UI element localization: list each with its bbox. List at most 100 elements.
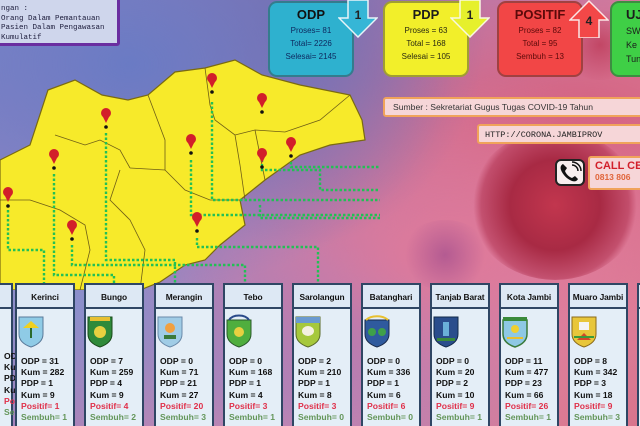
- stat-proses: Proses= 81: [290, 26, 332, 35]
- region-card-sarolangun: Sarolangun ODP = 2 Kum = 210 PDP = 1 Kum…: [292, 283, 352, 426]
- website-url-link[interactable]: HTTP://CORONA.JAMBIPROV: [477, 124, 640, 144]
- legend-line-pdp: Pasien Dalam Pengawasan: [1, 24, 105, 32]
- region-odp: OD: [4, 351, 17, 361]
- region-sembuh: Sembuh= 0: [298, 412, 345, 423]
- stat-total: Total= 2226: [290, 39, 332, 48]
- region-kum-pdp: Kum = 6: [367, 389, 401, 400]
- map-pin-markers: [3, 73, 296, 241]
- region-kum-pdp: Kum = 9: [21, 389, 55, 400]
- region-positif: Positif= 26: [505, 400, 549, 411]
- region-positif: Positif= 4: [90, 400, 129, 411]
- region-name: Merangin: [156, 285, 212, 309]
- stat-selesai: Selesai = 105: [401, 52, 451, 61]
- region-odp: ODP = 7: [90, 356, 124, 366]
- stat-selesai: Selesai= 2145: [285, 52, 337, 61]
- region-sembuh: Sembuh= 3: [160, 412, 207, 423]
- region-positif: Positif= 9: [436, 400, 475, 411]
- region-card-kota-jambi: Kota Jambi ODP = 11 Kum = 477 PDP = 23 K…: [499, 283, 559, 426]
- regency-emblem-icon: [364, 315, 390, 348]
- arrow-down-icon: 1: [337, 0, 379, 39]
- regency-emblem-icon: [433, 316, 459, 348]
- legend-line-odp: Orang Dalam Pemantauan: [1, 14, 101, 23]
- region-card-kerinci: Kerinci ODP = 31 Kum = 282 PDP = 1 Kum =…: [15, 283, 75, 426]
- region-sembuh: Sembuh= 1: [21, 412, 68, 423]
- region-card: OD Ku PD Ku Po Se: [0, 283, 17, 426]
- region-kum-odp: Kum = 210: [298, 367, 342, 378]
- region-odp: ODP = 0: [436, 356, 470, 366]
- region-kum-odp: Kum = 477: [505, 367, 549, 378]
- legend-line-kum: Kumulatif: [1, 33, 42, 42]
- region-odp: ODP = 2: [298, 356, 332, 366]
- region-kum-pdp: Kum = 4: [229, 389, 263, 400]
- stat-title: ODP: [296, 7, 326, 22]
- stat-total: Total = 95: [522, 39, 558, 48]
- virus-illustration: [470, 130, 640, 280]
- region-kum-odp: Kum = 336: [367, 367, 411, 378]
- region-odp: ODP = 0: [367, 356, 401, 366]
- region-odp: ODP = 11: [505, 356, 543, 366]
- region-kum-odp: Kum = 282: [21, 367, 65, 378]
- arrow-value: 1: [354, 8, 362, 22]
- stat-box-pdp: PDP Proses = 63 Total = 168 Selesai = 10…: [383, 1, 469, 77]
- region-card-tanjab-barat: Tanjab Barat ODP = 0 Kum = 20 PDP = 2 Ku…: [430, 283, 490, 426]
- region-sembuh: Sembuh= 1: [229, 412, 276, 423]
- region-sembuh: Sembuh= 2: [90, 412, 137, 423]
- regency-emblem-icon: [18, 316, 44, 348]
- region-positif: Positif= 3: [229, 400, 268, 411]
- region-pdp: PDP = 1: [21, 378, 54, 389]
- region-name: Batanghari: [363, 285, 419, 309]
- connector-lines: [6, 102, 380, 290]
- region-sembuh: Sembuh= 1: [505, 412, 552, 423]
- stat-line: SW: [626, 26, 640, 36]
- arrow-value: 4: [585, 14, 593, 28]
- call-center-number: 0813 806: [595, 172, 631, 182]
- arrow-down-icon: 1: [449, 0, 491, 39]
- region-card-muaro-jambi: Muaro Jambi ODP = 8 Kum = 342 PDP = 3 Ku…: [568, 283, 628, 426]
- legend-title: ngan :: [1, 5, 29, 13]
- source-banner: Sumber : Sekretariat Gugus Tugas COVID-1…: [383, 97, 640, 117]
- region-kum-odp: Kum = 259: [90, 367, 134, 378]
- region-positif: Positif= 3: [298, 400, 337, 411]
- region-name: Sarolangun: [294, 285, 350, 309]
- region-name: [0, 285, 11, 309]
- region-name: Kerinci: [17, 285, 73, 309]
- map-landmass: [0, 59, 366, 290]
- arrow-up-icon: 4: [568, 0, 610, 39]
- region-name: Tebo: [225, 285, 281, 309]
- region-kum-odp: Kum = 20: [436, 367, 475, 378]
- region-name: Kota Jambi: [501, 285, 557, 309]
- stat-proses: Proses = 82: [518, 26, 562, 35]
- stat-title: PDP: [412, 7, 440, 22]
- region-card-merangin: Merangin ODP = 0 Kum = 71 PDP = 21 Kum =…: [154, 283, 214, 426]
- region-odp: ODP = 0: [160, 356, 194, 366]
- region-odp: ODP = 0: [229, 356, 263, 366]
- call-center-title: CALL CE: [595, 160, 640, 172]
- region-pdp: PD: [4, 373, 16, 384]
- arrow-value: 1: [466, 8, 474, 22]
- region-kum-pdp: Kum = 9: [90, 389, 124, 400]
- legend-box: ngan : Orang Dalam Pemantauan Pasien Dal…: [0, 0, 120, 46]
- region-kum-odp: Kum = 168: [229, 367, 273, 378]
- region-kum-pdp: Kum = 27: [160, 389, 199, 400]
- regency-emblem-icon: [226, 314, 252, 348]
- region-positif: Po: [4, 395, 15, 406]
- region-card-tebo: Tebo ODP = 0 Kum = 168 PDP = 1 Kum = 4 P…: [223, 283, 283, 426]
- region-kum-pdp: Kum = 10: [436, 389, 475, 400]
- phone-icon: [555, 159, 585, 186]
- stat-box-positif: POSITIF Proses = 82 Total = 95 Sembuh = …: [497, 1, 583, 77]
- region-positif: Positif= 6: [367, 400, 406, 411]
- region-sembuh: Sembuh= 1: [436, 412, 483, 423]
- region-sembuh: Se: [4, 407, 15, 418]
- regency-emblem-icon: [157, 316, 183, 348]
- stat-title: UJ: [626, 7, 640, 22]
- call-center-box: CALL CE 0813 806: [588, 156, 640, 190]
- region-kum-odp: Ku: [4, 362, 16, 373]
- region-card-bungo: Bungo ODP = 7 Kum = 259 PDP = 4 Kum = 9 …: [84, 283, 144, 426]
- stat-box-odp: ODP Proses= 81 Total= 2226 Selesai= 2145: [268, 1, 354, 77]
- region-card-batanghari: Batanghari ODP = 0 Kum = 336 PDP = 1 Kum…: [361, 283, 421, 426]
- region-pdp: PDP = 21: [160, 378, 197, 389]
- region-pdp: PDP = 3: [574, 378, 607, 389]
- jambi-province-map: [0, 59, 380, 290]
- region-name: Bungo: [86, 285, 142, 309]
- region-kum-odp: Kum = 71: [160, 367, 199, 378]
